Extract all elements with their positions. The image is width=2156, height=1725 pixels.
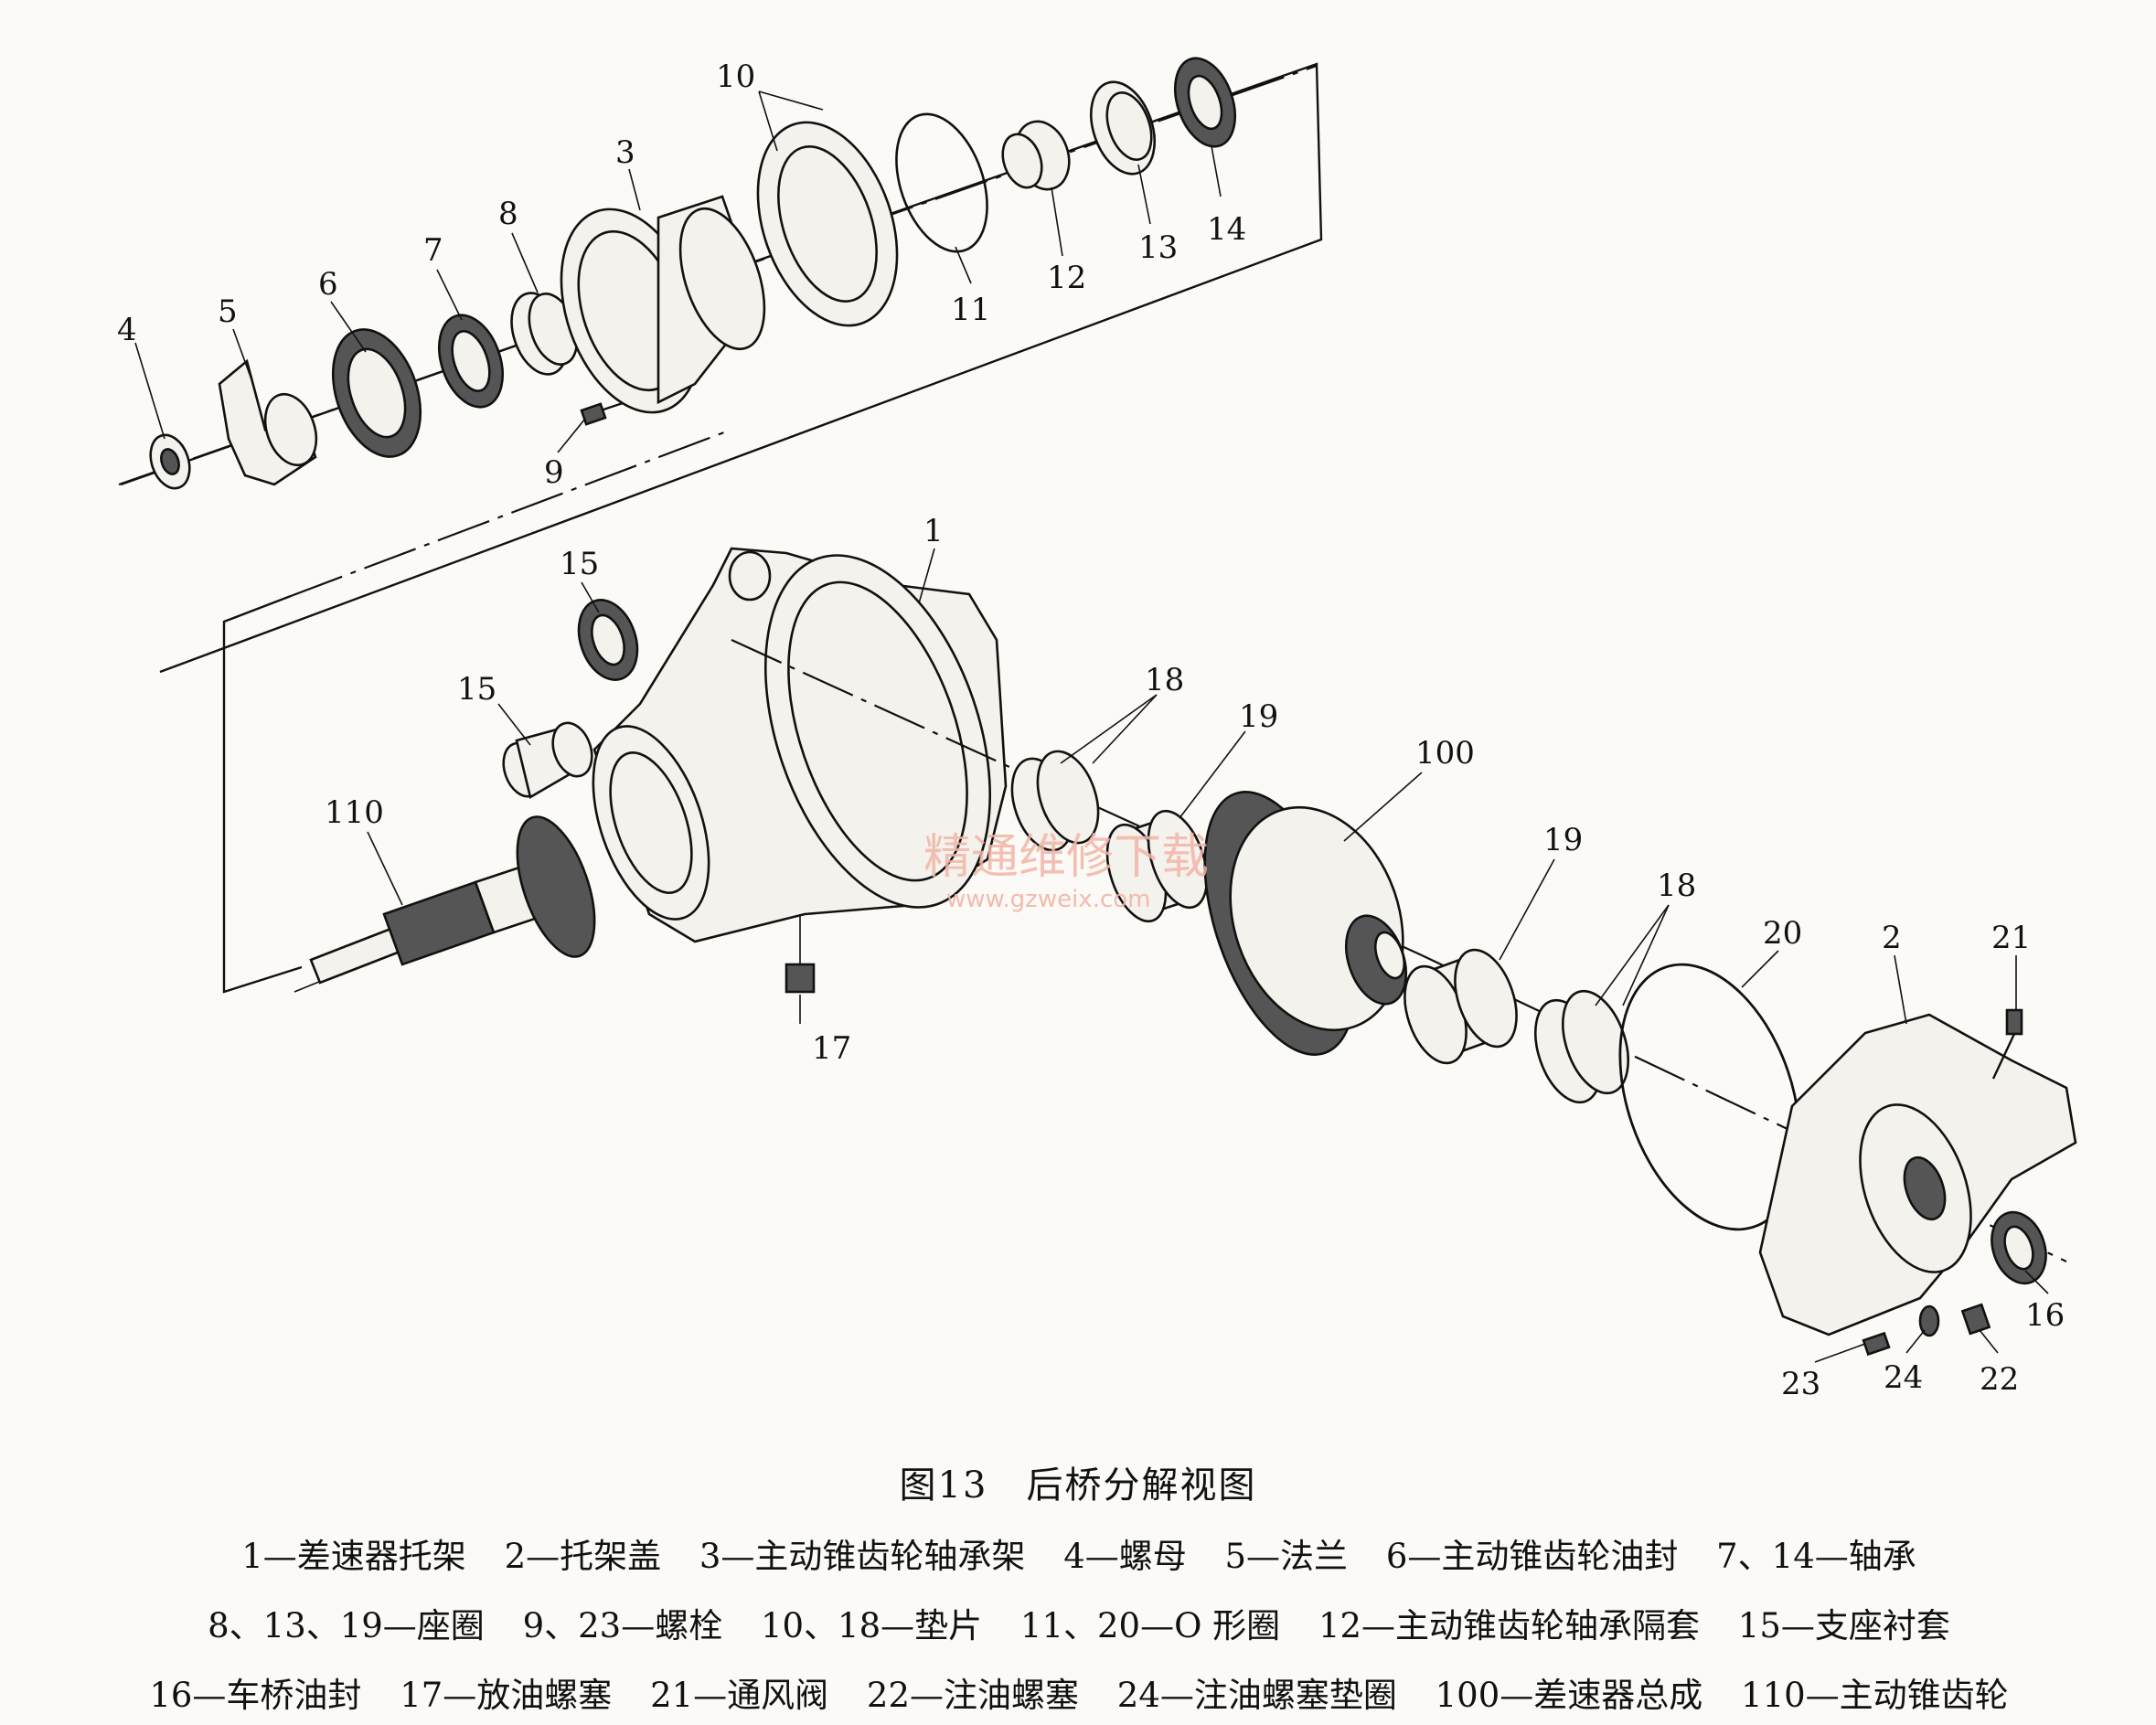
- part-17-drain-plug: [784, 914, 816, 994]
- callout-23: 23: [1781, 1366, 1820, 1402]
- part-16-axle-oil-seal-left: [577, 599, 639, 681]
- callout-2: 2: [1882, 920, 1902, 956]
- figure-title: 图13 后桥分解视图: [899, 1464, 1257, 1507]
- callout-18-right: 18: [1657, 868, 1696, 904]
- part-1-differential-carrier: [592, 547, 1008, 943]
- part-110-drive-pinion: [294, 815, 596, 993]
- callout-24: 24: [1884, 1359, 1923, 1396]
- part-15-mount-bushing: [502, 721, 593, 800]
- callout-110: 110: [325, 794, 384, 831]
- leader-lines: [134, 91, 2049, 1363]
- rear-axle-exploded-diagram: 精通维修下载 www.gzweix.com: [117, 57, 2077, 1402]
- part-23-bolt: [1862, 1331, 1891, 1357]
- callout-16-right: 16: [2025, 1297, 2065, 1334]
- part-18-shim-left: [1010, 750, 1100, 852]
- callout-7: 7: [423, 232, 443, 269]
- part-21-breather-valve: [1991, 1008, 2023, 1080]
- legend-item: 15—支座衬套: [1737, 1606, 1950, 1645]
- part-19-race-right: [1404, 948, 1518, 1065]
- legend-row-3: 16—车桥油封 17—放油螺塞 21—通风阀 22—注油螺塞 24—注油螺塞垫圈…: [18, 1667, 2140, 1717]
- legend-row-1: 1—差速器托架 2—托架盖 3—主动锥齿轮轴承架 4—螺母 5—法兰 6—主动锥…: [37, 1528, 2121, 1578]
- watermark-url: www.gzweix.com: [946, 886, 1151, 913]
- callout-21: 21: [1991, 920, 2031, 956]
- legend-item: 17—放油螺塞: [400, 1676, 613, 1715]
- part-19-race-left: [1105, 809, 1209, 923]
- callout-1: 1: [923, 513, 944, 549]
- callout-8: 8: [498, 196, 518, 232]
- callout-16-left: 15: [560, 546, 599, 582]
- legend-item: 100—差速器总成: [1435, 1676, 1703, 1715]
- part-3-pinion-bearing-carrier: [560, 195, 766, 414]
- callout-9: 9: [544, 454, 564, 491]
- callout-100: 100: [1415, 735, 1475, 772]
- callout-11: 11: [951, 292, 990, 328]
- legend-item: 22—注油螺塞: [866, 1676, 1080, 1715]
- legend-item: 24—注油螺塞垫圈: [1116, 1676, 1397, 1715]
- part-6-pinion-oil-seal: [331, 328, 422, 458]
- legend-item: 16—车桥油封: [149, 1676, 362, 1715]
- callout-19-left: 19: [1239, 698, 1278, 735]
- part-100-differential-assembly: [1203, 791, 1408, 1056]
- legend-item: 9、23—螺栓: [522, 1606, 723, 1645]
- part-11-o-ring: [895, 112, 988, 253]
- legend-item: 21—通风阀: [650, 1676, 829, 1715]
- legend-row-2: 8、13、19—座圈 9、23—螺栓 10、18—垫片 11、20—O 形圈 1…: [37, 1598, 2121, 1647]
- lower-frame: [222, 428, 732, 994]
- watermark: 精通维修下载 www.gzweix.com: [923, 830, 1209, 913]
- part-14-bearing: [1173, 57, 1237, 148]
- callout-labels: 4 5 6 7 8 9 3 10 11 12 13 14 1 15 15 110…: [117, 59, 2065, 1402]
- part-16-axle-oil-seal-right: [1991, 1210, 2047, 1285]
- legend-item: 3—主动锥齿轮轴承架: [699, 1537, 1026, 1576]
- callout-19-right: 19: [1543, 822, 1583, 858]
- part-10-shim: [756, 121, 899, 327]
- part-12-bearing-spacer: [1001, 120, 1071, 191]
- legend-item: 10、18—垫片: [760, 1606, 983, 1645]
- callout-22: 22: [1980, 1361, 2019, 1398]
- legend-item: 7、14—轴承: [1716, 1537, 1916, 1576]
- watermark-text: 精通维修下载: [923, 830, 1209, 885]
- part-22-fill-plug: [1960, 1303, 1991, 1336]
- legend-item: 110—主动锥齿轮: [1741, 1676, 2009, 1715]
- callout-13: 13: [1138, 229, 1178, 266]
- callout-17: 17: [812, 1030, 851, 1067]
- callout-15: 15: [457, 671, 496, 708]
- callout-18-left: 18: [1145, 662, 1184, 698]
- part-13-race: [1090, 80, 1156, 176]
- callout-10: 10: [716, 59, 755, 95]
- legend-item: 2—托架盖: [504, 1537, 662, 1576]
- part-5-flange: [218, 358, 318, 486]
- legend-item: 4—螺母: [1063, 1537, 1187, 1576]
- callout-5: 5: [218, 293, 238, 330]
- legend-item: 8、13、19—座圈: [208, 1606, 485, 1645]
- callout-4: 4: [117, 312, 137, 348]
- part-4-nut: [149, 433, 191, 490]
- part-2-carrier-cover: [1758, 1013, 2077, 1336]
- callout-20: 20: [1763, 915, 1802, 952]
- legend-item: 12—主动锥齿轮轴承隔套: [1318, 1606, 1701, 1645]
- legend-item: 6—主动锥齿轮油封: [1385, 1537, 1679, 1576]
- part-20-o-ring: [1618, 963, 1801, 1231]
- part-18-shim-right: [1534, 989, 1629, 1104]
- part-9-bolt: [580, 399, 632, 426]
- callout-14: 14: [1207, 211, 1246, 248]
- legend-item: 1—差速器托架: [241, 1537, 466, 1576]
- legend-item: 11、20—O 形圈: [1019, 1606, 1281, 1645]
- callout-3: 3: [615, 134, 635, 171]
- part-7-bearing: [438, 314, 504, 409]
- legend-item: 5—法兰: [1224, 1537, 1349, 1576]
- part-24-fill-plug-gasket: [1918, 1304, 1940, 1337]
- callout-6: 6: [318, 266, 338, 303]
- callout-12: 12: [1047, 260, 1086, 296]
